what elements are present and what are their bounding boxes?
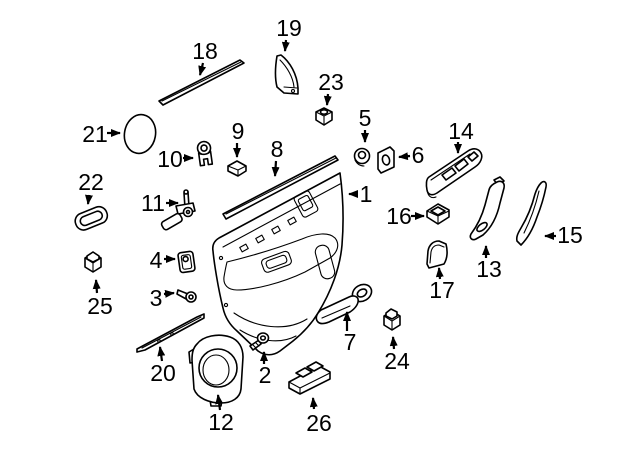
callout-7-label[interactable]: 7 bbox=[344, 329, 357, 355]
callout-25-label[interactable]: 25 bbox=[87, 293, 113, 319]
callout-3[interactable]: 3 bbox=[150, 285, 175, 311]
callout-21-label[interactable]: 21 bbox=[82, 121, 108, 147]
part-speaker-bracket-drawing bbox=[188, 334, 244, 407]
callout-26-label[interactable]: 26 bbox=[306, 410, 332, 436]
callout-5[interactable]: 5 bbox=[359, 105, 372, 143]
callout-24-arrow bbox=[389, 336, 398, 350]
part-grommet-23-drawing bbox=[315, 107, 333, 126]
part-switch-25-drawing bbox=[84, 251, 102, 273]
part-inner-belt-molding-drawing bbox=[222, 155, 339, 220]
callout-1-label[interactable]: 1 bbox=[360, 181, 373, 207]
callout-17-label[interactable]: 17 bbox=[429, 277, 455, 303]
callout-6-label[interactable]: 6 bbox=[412, 142, 425, 168]
callout-11-label[interactable]: 11 bbox=[141, 190, 165, 216]
callout-18[interactable]: 18 bbox=[192, 38, 218, 76]
callout-16[interactable]: 16 bbox=[386, 203, 425, 229]
part-window-switch-26-drawing bbox=[288, 361, 331, 395]
callout-6-arrow bbox=[398, 152, 411, 161]
callout-26-arrow bbox=[309, 397, 318, 410]
part-screw-3-drawing bbox=[176, 289, 197, 303]
callout-4-label[interactable]: 4 bbox=[150, 247, 163, 273]
callout-25[interactable]: 25 bbox=[87, 279, 113, 319]
part-clip-16-drawing bbox=[426, 203, 450, 225]
callout-9[interactable]: 9 bbox=[232, 118, 245, 158]
callout-21[interactable]: 21 bbox=[82, 121, 121, 147]
callout-17-arrow bbox=[435, 267, 444, 280]
callout-22-label[interactable]: 22 bbox=[78, 169, 104, 195]
callout-17[interactable]: 17 bbox=[429, 267, 455, 303]
part-pull-handle-cover-drawing bbox=[469, 176, 505, 241]
callout-3-label[interactable]: 3 bbox=[150, 285, 163, 311]
part-clip-9-drawing bbox=[227, 160, 247, 177]
part-handle-bezel-drawing bbox=[74, 205, 109, 231]
callout-20-arrow bbox=[157, 346, 166, 362]
callout-11[interactable]: 11 bbox=[141, 190, 179, 216]
callout-23[interactable]: 23 bbox=[318, 69, 344, 106]
callout-10[interactable]: 10 bbox=[157, 146, 194, 172]
callout-12[interactable]: 12 bbox=[208, 394, 234, 435]
part-grommet-5-drawing bbox=[353, 147, 371, 167]
callout-26[interactable]: 26 bbox=[306, 397, 332, 436]
callout-24-label[interactable]: 24 bbox=[384, 348, 410, 374]
callout-20-label[interactable]: 20 bbox=[150, 360, 176, 386]
callout-8-label[interactable]: 8 bbox=[271, 136, 284, 162]
callout-24[interactable]: 24 bbox=[384, 336, 410, 374]
part-door-trim-panel-drawing bbox=[211, 172, 344, 356]
callout-25-arrow bbox=[92, 279, 101, 294]
callout-5-label[interactable]: 5 bbox=[359, 105, 372, 131]
part-pull-trim-7-drawing bbox=[315, 283, 373, 325]
part-clip-4-drawing bbox=[177, 250, 196, 274]
part-switch-24-drawing bbox=[383, 308, 401, 331]
part-bracket-11-drawing bbox=[160, 189, 196, 231]
callout-19-label[interactable]: 19 bbox=[276, 15, 302, 41]
callout-23-arrow bbox=[323, 93, 332, 106]
callout-16-label[interactable]: 16 bbox=[386, 203, 412, 229]
callout-13[interactable]: 13 bbox=[476, 245, 502, 282]
callout-14-label[interactable]: 14 bbox=[448, 118, 474, 144]
part-screw-2-drawing bbox=[249, 332, 270, 351]
callout-14[interactable]: 14 bbox=[448, 118, 474, 154]
callout-10-label[interactable]: 10 bbox=[157, 146, 183, 172]
callout-13-label[interactable]: 13 bbox=[476, 256, 502, 282]
part-outer-belt-molding-drawing bbox=[158, 59, 245, 106]
callout-20[interactable]: 20 bbox=[150, 346, 176, 386]
part-oval-seal-drawing bbox=[123, 113, 157, 155]
callout-19-arrow bbox=[281, 39, 290, 52]
callout-1[interactable]: 1 bbox=[348, 181, 373, 207]
callout-22-arrow bbox=[85, 194, 93, 205]
callout-12-arrow bbox=[215, 394, 224, 411]
callout-2-label[interactable]: 2 bbox=[259, 362, 272, 388]
callout-9-label[interactable]: 9 bbox=[232, 118, 245, 144]
callout-19[interactable]: 19 bbox=[276, 15, 302, 52]
callout-23-label[interactable]: 23 bbox=[318, 69, 344, 95]
part-trim-cap-drawing bbox=[426, 240, 448, 269]
callout-22[interactable]: 22 bbox=[78, 169, 104, 205]
part-lower-strip-drawing bbox=[136, 313, 205, 353]
callout-3-arrow bbox=[163, 289, 175, 298]
callout-8-arrow bbox=[271, 160, 280, 177]
callout-15[interactable]: 15 bbox=[544, 222, 583, 248]
callout-7[interactable]: 7 bbox=[343, 311, 357, 355]
callout-18-arrow bbox=[198, 62, 207, 76]
part-trim-applique-drawing bbox=[515, 180, 547, 246]
callout-4[interactable]: 4 bbox=[150, 247, 176, 273]
callout-2[interactable]: 2 bbox=[259, 351, 272, 388]
callout-6[interactable]: 6 bbox=[398, 142, 425, 168]
callout-8[interactable]: 8 bbox=[271, 136, 284, 177]
part-bracket-6-drawing bbox=[377, 146, 395, 174]
callout-18-label[interactable]: 18 bbox=[192, 38, 218, 64]
callout-15-label[interactable]: 15 bbox=[557, 222, 583, 248]
part-window-switch-bezel-drawing bbox=[425, 148, 483, 199]
part-clip-10-drawing bbox=[196, 140, 214, 167]
part-sail-panel-drawing bbox=[274, 54, 299, 95]
callout-12-label[interactable]: 12 bbox=[208, 409, 234, 435]
